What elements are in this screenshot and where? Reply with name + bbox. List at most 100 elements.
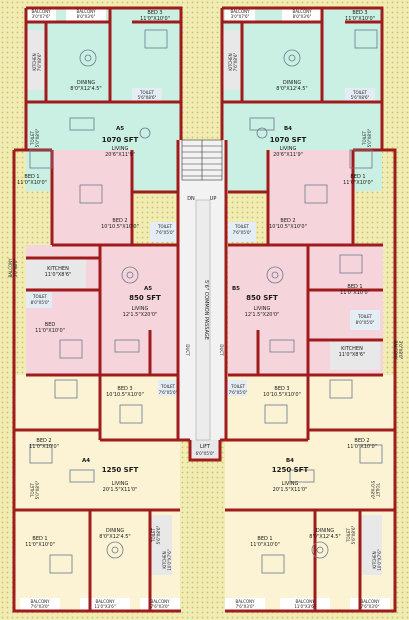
bed1-b4-size: 11'0"X10'0"	[343, 180, 373, 186]
living-b4-name: LIVING	[280, 146, 297, 152]
toilet-b4-side-name: TOILET	[362, 130, 367, 146]
toilet-a5-top-name: TOILET	[139, 90, 155, 95]
unit-a5-area: 1070 SFT	[102, 136, 139, 144]
kitchen-a4-size: 10'0"X7'6"	[167, 549, 172, 571]
bed1-b4b-size: 11'0"X10'0"	[250, 542, 280, 548]
toilet-b4b-side-name: TOILET	[375, 482, 380, 498]
toilet2-b5s-name: TOILET	[230, 384, 246, 389]
duct-right-label: DUCT	[219, 344, 224, 356]
walls	[12, 6, 397, 613]
bed-a5s-name: BED	[45, 322, 56, 328]
unit-b4-top-labels: BALCONY 3'0"X7'6" BALCONY 8'0"X3'6" BED …	[228, 9, 375, 235]
balcony-b5s-size: 3'0"X8'0"	[398, 341, 403, 360]
bed1-a5-name: BED 1	[24, 174, 39, 180]
unit-b5s-area: 850 SFT	[246, 294, 278, 302]
kitchen-a5-name: KITCHEN	[32, 53, 37, 70]
balcony-b4b-2-name: BALCONY	[295, 599, 315, 604]
toilet2-a5s-size: 7'6"X5'0"	[159, 390, 178, 395]
balcony-b4b-2-size: 11'0"X3'6"	[294, 604, 316, 609]
unit-b4-area: 1070 SFT	[270, 136, 307, 144]
balcony-a4-1-size: 7'6"X3'0"	[31, 604, 50, 609]
unit-b4-lower-labels: BED 3 10'10.5"X10'0" BED 2 11'0"X10'0" B…	[235, 386, 382, 609]
balcony-b4b-1-name: BALCONY	[235, 599, 255, 604]
kitchen-a5s-name: KITCHEN	[47, 266, 69, 272]
stair	[181, 139, 223, 181]
unit-a4-label: A4	[82, 458, 90, 464]
unit-b4b-label: B4	[286, 458, 294, 464]
bed3-b4b-size: 10'10.5"X10'0"	[263, 392, 301, 398]
balcony-a4-3-size: 7'6"X3'0"	[151, 604, 170, 609]
bed2-a5-size: 10'10.5"X10'0"	[101, 224, 139, 230]
dining-a5-size: 8'0"X12'4.5"	[70, 86, 101, 92]
toilet-b4b-name: TOILET	[346, 527, 351, 543]
living-a5s-size: 12'1.5"X20'0"	[123, 312, 158, 318]
bed3-b4-size: 11'0"X10'0"	[345, 16, 375, 22]
bed-b5s-size: 11'0"X10'0"	[340, 290, 370, 296]
furniture	[29, 29, 383, 574]
toilet-a5-mid-size: 7'6"X5'0"	[156, 230, 175, 235]
living-a4-name: LIVING	[112, 481, 129, 487]
bed1-b4b-name: BED 1	[257, 536, 272, 542]
dining-b4-name: DINING	[283, 80, 301, 86]
bed-a5s-size: 11'0"X10'0"	[35, 328, 65, 334]
toilet-a4-side-name: TOILET	[30, 482, 35, 498]
bed3-a5-size: 11'0"X10'0"	[140, 16, 170, 22]
balcony-b5s-name: BALCONY	[393, 340, 398, 360]
balcony-a5s-size: 3'0"X8'0"	[13, 258, 18, 277]
toilet-a5-top-size: 5'6"X8'6"	[138, 95, 157, 100]
kitchen-b4-name: KITCHEN	[228, 53, 233, 70]
living-b4b-size: 20'1.5"X11'0"	[273, 487, 308, 493]
lift-label: LIFT	[200, 444, 211, 450]
core-labels: DN UP 5'6" COMMON PASSAGE DUCT DUCT LIFT…	[185, 196, 224, 456]
kitchen-a4-name: KITCHEN	[162, 551, 167, 568]
bed3-a4-name: BED 3	[117, 386, 132, 392]
bed3-a5-name: BED 3	[147, 10, 162, 16]
unit-b4b-area: 1250 SFT	[272, 466, 309, 474]
kitchen-b5s-name: KITCHEN	[341, 346, 363, 352]
toilet-a4-size: 5'6"X8'6"	[156, 525, 161, 544]
unit-b5s-label: B5	[232, 286, 240, 292]
kitchen-b4b-name: KITCHEN	[372, 551, 377, 568]
living-a5-size: 20'6"X11'9"	[105, 152, 135, 158]
balcony-b4b-1-size: 7'6"X3'0"	[236, 604, 255, 609]
balcony-a5-2-size: 8'0"X3'6"	[77, 14, 96, 19]
balcony-a5-1-size: 3'0"X7'6"	[32, 14, 51, 19]
toilet-b4-mid-size: 7'6"X5'0"	[233, 230, 252, 235]
dining-b4b-name: DINING	[316, 528, 334, 534]
bed3-b4b-name: BED 3	[274, 386, 289, 392]
kitchen-b4-size: 7'6"X8'6"	[233, 52, 238, 71]
balcony-b4-1-size: 3'0"X7'6"	[231, 14, 250, 19]
balcony-a4-2-size: 11'0"X3'6"	[94, 604, 116, 609]
unit-a4-area: 1250 SFT	[102, 466, 139, 474]
dining-b4b-size: 8'0"X12'4.5"	[309, 534, 340, 540]
toilet-b4-top-name: TOILET	[352, 90, 368, 95]
toilet2-b5s-size: 7'6"X5'0"	[229, 390, 248, 395]
bed1-a5-size: 11'0"X10'0"	[17, 180, 47, 186]
toilet-a5s-size: 8'0"X5'0"	[31, 300, 50, 305]
bed2-b4-name: BED 2	[280, 218, 295, 224]
passage-label: 5'6" COMMON PASSAGE	[203, 280, 209, 340]
bed2-a4-name: BED 2	[36, 438, 51, 444]
stair-dn-label: DN	[187, 196, 195, 202]
unit-a5s-label: A5	[144, 286, 152, 292]
toilet-a4-side-size: 5'0"X8'0"	[35, 480, 40, 499]
unit-a5s-area: 850 SFT	[129, 294, 161, 302]
toilet-b4-mid-name: TOILET	[234, 224, 250, 229]
balcony-a5s-name: BALCONY	[8, 258, 13, 278]
living-a5s-name: LIVING	[132, 306, 149, 312]
living-b5s-name: LIVING	[254, 306, 271, 312]
dining-a4-size: 8'0"X12'4.5"	[99, 534, 130, 540]
unit-a5-labels: BALCONY 3'0"X7'6" BALCONY 8'0"X3'6" BED …	[17, 9, 174, 235]
toilet2-a5s-name: TOILET	[160, 384, 176, 389]
toilet-b4b-size: 5'6"X8'6"	[351, 525, 356, 544]
stair-up-label: UP	[210, 196, 217, 202]
dining-b4-size: 8'0"X12'4.5"	[276, 86, 307, 92]
toilet-b5s-size: 8'0"X5'0"	[356, 320, 375, 325]
bed3-a4-size: 10'10.5"X10'0"	[106, 392, 144, 398]
dining-a5-name: DINING	[77, 80, 95, 86]
dining-a4-name: DINING	[106, 528, 124, 534]
living-a5-name: LIVING	[112, 146, 129, 152]
toilet-b4-top-size: 5'6"X8'6"	[351, 95, 370, 100]
living-b4-size: 20'6"X11'9"	[273, 152, 303, 158]
